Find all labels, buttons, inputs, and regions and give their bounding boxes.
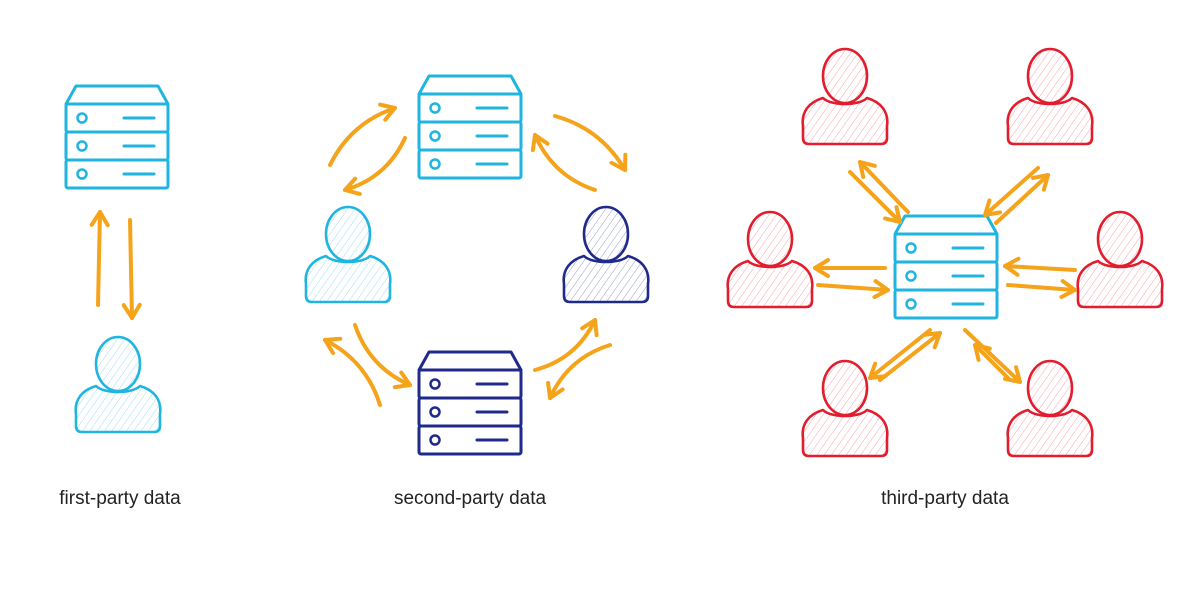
third-party-arrow-tl-in-icon <box>848 170 902 224</box>
second-party-arrow-bl-in-icon <box>323 336 382 407</box>
third-party-person-br-icon <box>1006 359 1094 458</box>
third-party-person-bl-icon <box>801 359 889 458</box>
third-party-person-tl-icon <box>801 47 889 146</box>
third-party-arrow-tr-out-icon <box>994 173 1050 225</box>
second-party-left-person-icon <box>304 205 392 304</box>
third-party-server-icon <box>893 214 999 320</box>
third-party-arrow-bl-out-icon <box>868 328 932 380</box>
second-party-arrow-tr-in-icon <box>530 133 597 192</box>
third-party-arrow-ml-out-icon <box>813 258 887 278</box>
second-party-top-server-icon <box>417 74 523 180</box>
second-party-right-person-icon <box>562 205 650 304</box>
third-party-arrow-br-out-icon <box>963 328 1022 384</box>
second-party-arrow-br-in-icon <box>546 343 612 400</box>
third-party-person-mr-icon <box>1076 210 1164 309</box>
third-party-arrow-ml-in-icon <box>816 279 890 300</box>
second-party-arrow-tl-in-icon <box>343 136 407 196</box>
second-party-arrow-bl-out-icon <box>353 323 412 390</box>
second-party-arrow-tr-out-icon <box>553 114 628 172</box>
first-party-server-icon <box>64 84 170 190</box>
third-party-caption: third-party data <box>881 488 1009 509</box>
first-party-arrow-down-icon <box>121 218 142 320</box>
second-party-bottom-server-icon <box>417 350 523 456</box>
third-party-person-tr-icon <box>1006 47 1094 146</box>
third-party-arrow-bl-in-icon <box>878 331 942 382</box>
third-party-arrow-tr-in-icon <box>983 166 1040 217</box>
third-party-arrow-tl-out-icon <box>858 160 910 214</box>
first-party-caption: first-party data <box>59 488 181 509</box>
third-party-arrow-mr-out-icon <box>1006 279 1077 300</box>
second-party-caption: second-party data <box>393 488 547 509</box>
first-party-arrow-up-icon <box>89 210 110 307</box>
third-party-arrow-mr-in-icon <box>1003 256 1077 277</box>
third-party-arrow-br-in-icon <box>973 343 1012 382</box>
second-party-arrow-tl-out-icon <box>328 102 397 167</box>
first-party-person-icon <box>74 335 162 434</box>
second-party-arrow-br-out-icon <box>533 318 599 372</box>
third-party-person-ml-icon <box>726 210 814 309</box>
